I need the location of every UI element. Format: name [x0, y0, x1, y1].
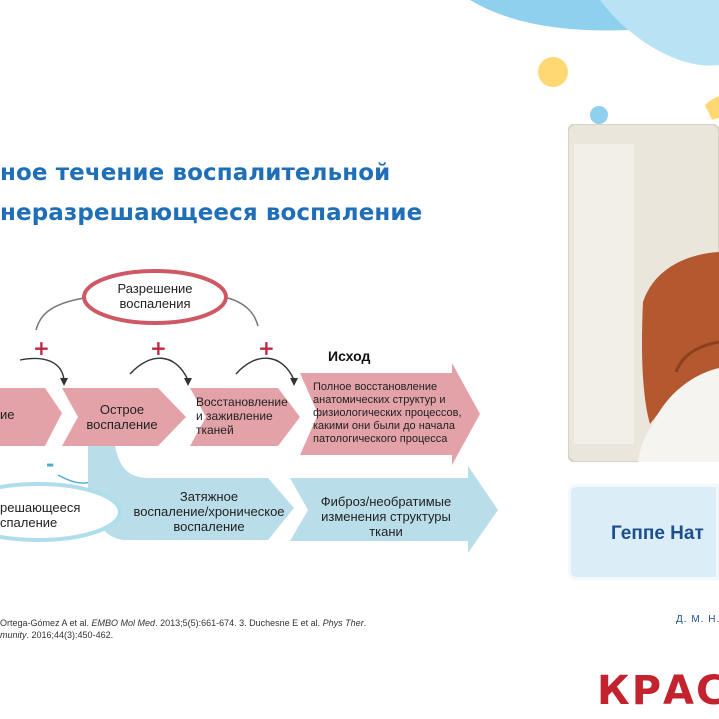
- row1-label-repair: Восстановление и заживление тканей: [196, 395, 288, 437]
- row2-label-chronic: Затяжное воспаление/хроническое воспален…: [133, 489, 285, 534]
- row2-label-fibrosis: Фиброз/необратимые изменения структуры т…: [320, 494, 452, 539]
- plus-arrowhead-2: [184, 378, 192, 386]
- plus-arrow-3: [235, 357, 295, 381]
- plus-sign-3: +: [258, 336, 275, 360]
- resolution-label: Разрешение воспаления: [117, 281, 193, 311]
- speaker-shoulder: [638, 368, 719, 462]
- plus-arrow-1: [19, 357, 65, 381]
- pink-arrow-2: [62, 388, 186, 446]
- resolution-arc-left: [35, 297, 85, 331]
- resolution-arc-right: [227, 297, 259, 327]
- brand-logo: КРАС: [597, 668, 719, 714]
- yellow-dot: [538, 57, 568, 87]
- speaker-video: [568, 124, 719, 462]
- speaker-name: Геппе Нат: [611, 523, 704, 544]
- row1-label-acute: Острое воспаление: [86, 402, 158, 432]
- pink-arrow-1: [0, 388, 62, 446]
- row1-label-1: ие: [0, 407, 15, 422]
- references-line2: munity. 2016;44(3):450-462.: [0, 630, 114, 640]
- speaker-degree: Д. М. Н.: [676, 614, 719, 625]
- plus-arrowhead-1: [60, 378, 68, 386]
- plus-sign-1: +: [33, 336, 50, 360]
- references-line1: Ortega-Gómez A et al. EMBO Mol Med. 2013…: [0, 618, 367, 628]
- pink-arrow-3: [190, 388, 300, 446]
- blue-arrow-1: [88, 446, 294, 540]
- pink-arrow-4: [300, 363, 480, 465]
- speaker-head: [641, 252, 719, 424]
- unresolved-ellipse: [0, 482, 122, 542]
- slide-title-line2: неразрешающееся воспаление: [0, 200, 423, 226]
- speaker-name-card: Геппе Нат: [568, 484, 719, 580]
- blue-dot: [590, 106, 608, 124]
- slide-title-line1: ное течение воспалительной: [0, 160, 391, 186]
- plus-arrow-2: [129, 357, 189, 381]
- blue-arrow-2: [290, 466, 498, 553]
- minus-sign: -: [46, 452, 55, 476]
- top-right-blob-light: [600, 0, 719, 66]
- plus-arrowhead-3: [290, 378, 298, 386]
- resolution-ellipse: [82, 269, 228, 325]
- yellow-arc: [705, 96, 719, 120]
- plus-sign-2: +: [150, 336, 167, 360]
- row1-label-outcome: Полное восстановление анатомических стру…: [313, 381, 462, 445]
- unresolved-label: решающееся спаление: [0, 500, 81, 530]
- outcome-heading: Исход: [328, 348, 371, 364]
